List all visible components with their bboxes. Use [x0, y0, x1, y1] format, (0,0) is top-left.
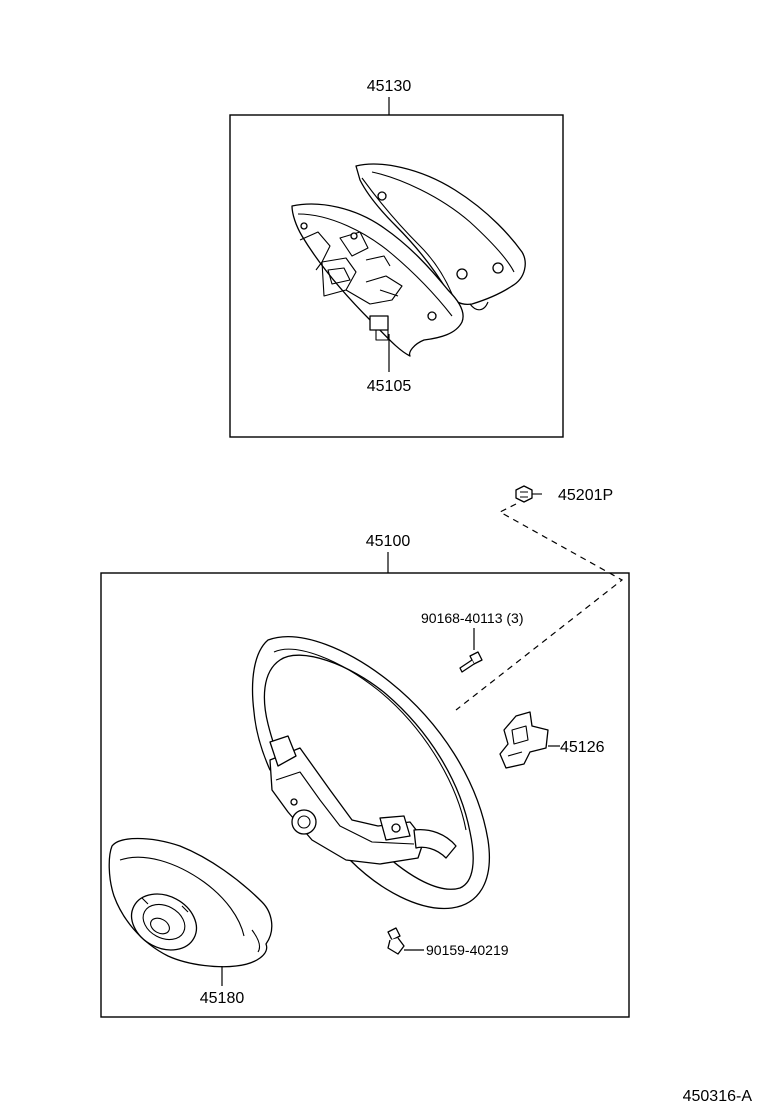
label-45126: 45126: [560, 739, 605, 756]
label-90168-40113: 90168-40113 (3): [421, 610, 523, 626]
label-45105: 45105: [367, 378, 412, 395]
nut-dashed-leader: [455, 503, 624, 711]
steering-wheel-drawing: [251, 636, 490, 910]
bracket-45126-drawing: [499, 711, 549, 769]
nut-45201p-group: 45201P: [455, 485, 624, 711]
label-90159-40219: 90159-40219: [426, 942, 509, 958]
wheel-assembly-group: 45100 90168-40113 (3): [100, 533, 630, 1018]
cover-assembly-group: 45130: [229, 78, 564, 438]
wheel-assembly-box: [100, 572, 630, 1018]
label-45130: 45130: [367, 78, 412, 95]
figure-code: 450316-A: [683, 1088, 753, 1105]
bolt-drawing: [387, 927, 405, 955]
screw-drawing: [459, 651, 483, 673]
label-45180: 45180: [200, 990, 245, 1007]
nut-drawing: [515, 485, 542, 503]
label-45201p: 45201P: [558, 487, 613, 504]
pad-45180-drawing: [108, 837, 273, 968]
label-45100: 45100: [366, 533, 411, 550]
cover-assembly-box: [229, 114, 564, 438]
upper-cover-drawing: [355, 163, 526, 311]
lower-cover-drawing: [291, 203, 464, 357]
